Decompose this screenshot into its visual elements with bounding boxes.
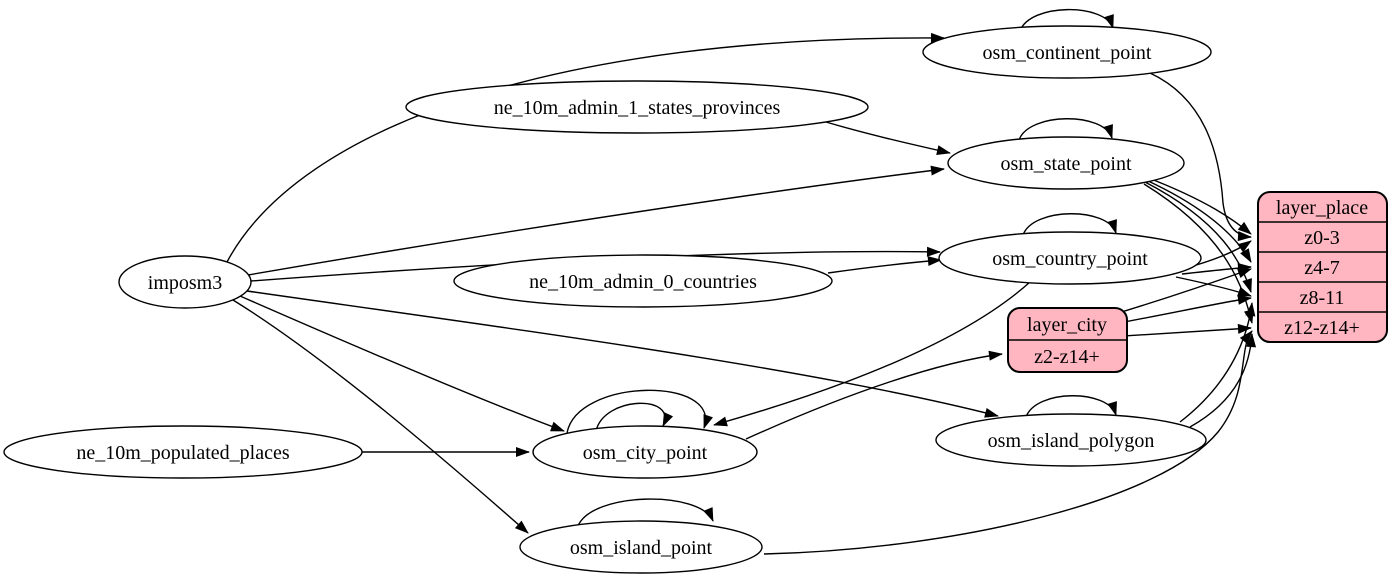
edge-osm-country-point-layer-place-z8-11 (1175, 276, 1252, 297)
node-osm-island-point: osm_island_point (519, 520, 763, 574)
node-osm-state-point-label: osm_state_point (1000, 153, 1132, 175)
node-ne-10m-admin-1-states-provinces-label: ne_10m_admin_1_states_provinces (494, 97, 781, 119)
edge-osm-state-point-layer-place-z8-11 (1144, 181, 1252, 293)
selfloop-osm-island-point (577, 498, 714, 527)
node-osm-country-point: osm_country_point (938, 231, 1202, 285)
node-layer-place: layer_place z0-3 z4-7 z8-11 z12-z14+ (1257, 191, 1388, 343)
edge-osm-continent-point-layer-place-z0-3 (1149, 72, 1252, 242)
selfloop-osm-city-point-inner (595, 402, 674, 432)
edge-osm-country-point-layer-place-z4-7 (1181, 263, 1252, 275)
node-ne-10m-populated-places: ne_10m_populated_places (3, 425, 363, 479)
node-ne-10m-admin-0-countries-label: ne_10m_admin_0_countries (529, 271, 757, 293)
edge-osm-island-polygon-layer-place-z8-11 (1179, 302, 1256, 423)
node-imposm3: imposm3 (118, 255, 252, 309)
selfloop-osm-city-point-outer (566, 389, 713, 434)
node-osm-city-point-label: osm_city_point (583, 442, 708, 464)
layer-city-title: layer_city (1027, 314, 1107, 336)
node-osm-continent-point: osm_continent_point (922, 25, 1212, 79)
edge-ne-states-osm-state-point (825, 121, 951, 155)
edge-imposm3-osm-continent-point (226, 32, 945, 263)
layer-place-title: layer_place (1276, 197, 1368, 219)
edge-imposm3-osm-island-polygon (246, 290, 999, 418)
selfloop-osm-island-polygon (1025, 395, 1117, 418)
edge-osm-island-point-layer-place-z12-z14 (763, 330, 1253, 555)
selfloop-osm-state-point (1018, 118, 1113, 141)
layer-city-row-z2-z14: z2-z14+ (1034, 346, 1100, 368)
node-layer-city: layer_city z2-z14+ (1007, 307, 1128, 373)
node-osm-island-polygon-label: osm_island_polygon (988, 430, 1155, 452)
node-layer: imposm3 ne_10m_admin_1_states_provinces … (3, 25, 1388, 574)
edge-ne-countries-osm-country-point (827, 256, 942, 274)
edge-osm-state-point-layer-place-z4-7 (1145, 179, 1252, 263)
layer-place-row-z0-3: z0-3 (1304, 227, 1340, 249)
node-ne-10m-admin-0-countries: ne_10m_admin_0_countries (453, 254, 833, 308)
node-osm-island-point-label: osm_island_point (570, 537, 713, 559)
edge-imposm3-osm-city-point (239, 295, 565, 432)
node-osm-state-point: osm_state_point (947, 136, 1185, 190)
node-ne-10m-admin-1-states-provinces: ne_10m_admin_1_states_provinces (405, 80, 869, 134)
node-osm-island-polygon: osm_island_polygon (935, 413, 1207, 467)
layer-place-row-z4-7: z4-7 (1304, 257, 1340, 279)
selfloop-osm-continent-point (1019, 8, 1114, 32)
node-osm-continent-point-label: osm_continent_point (983, 42, 1152, 64)
edge-osm-state-point-layer-place-z0-3 (1145, 176, 1252, 235)
selfloop-osm-country-point (1022, 213, 1117, 236)
edge-imposm3-osm-island-point (232, 299, 529, 534)
node-ne-10m-populated-places-label: ne_10m_populated_places (76, 442, 289, 464)
node-imposm3-label: imposm3 (148, 272, 222, 294)
node-osm-city-point: osm_city_point (532, 425, 758, 479)
edge-osm-city-point-layer-city (745, 350, 1003, 440)
edge-imposm3-osm-state-point (247, 165, 945, 276)
layer-place-row-z8-11: z8-11 (1300, 287, 1345, 309)
edge-osm-country-point-osm-city-point (713, 281, 1031, 427)
layer-place-row-z12-z14: z12-z14+ (1284, 317, 1360, 339)
node-osm-country-point-label: osm_country_point (992, 248, 1148, 270)
